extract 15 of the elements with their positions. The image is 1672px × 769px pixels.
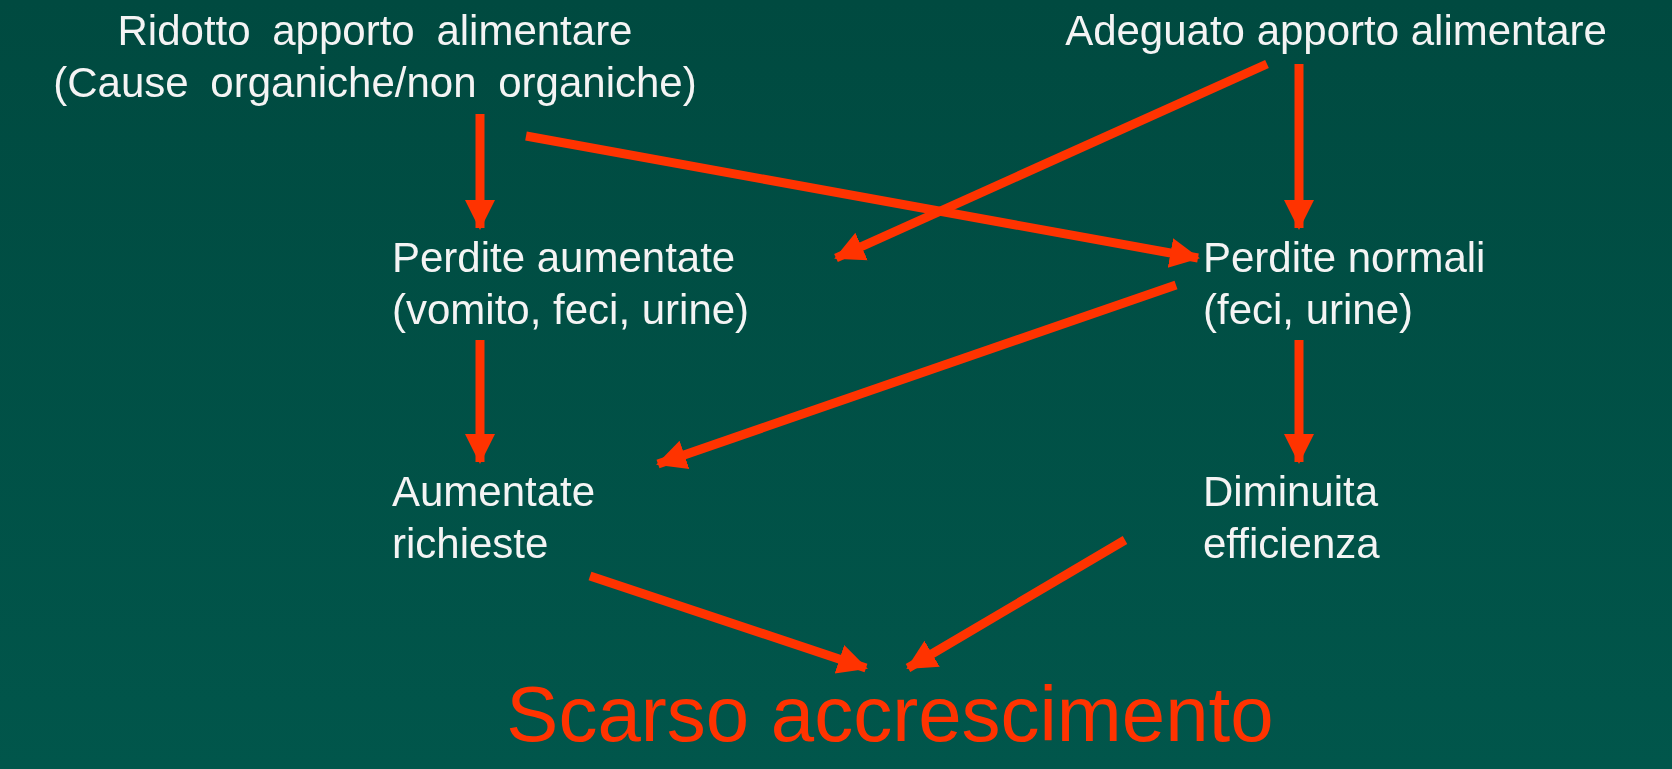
cause-label: Aumentate richieste bbox=[392, 466, 652, 570]
arrow bbox=[656, 280, 1178, 470]
cause-label: Ridotto apporto alimentare (Cause organiche/non organiche) bbox=[45, 5, 705, 109]
cause-label: Adeguato apporto alimentare bbox=[1005, 5, 1667, 57]
cause-label: Perdite aumentate (vomito, feci, urine) bbox=[392, 232, 832, 336]
arrow bbox=[1284, 64, 1314, 230]
arrow bbox=[1284, 340, 1314, 464]
result-label: Scarso accrescimento bbox=[440, 668, 1340, 760]
arrow bbox=[465, 340, 495, 464]
arrow bbox=[588, 571, 868, 674]
arrow bbox=[834, 59, 1269, 263]
cause-label: Perdite normali (feci, urine) bbox=[1203, 232, 1543, 336]
arrow bbox=[905, 536, 1128, 672]
cause-label: Diminuita efficienza bbox=[1203, 466, 1463, 570]
arrow bbox=[465, 114, 495, 230]
